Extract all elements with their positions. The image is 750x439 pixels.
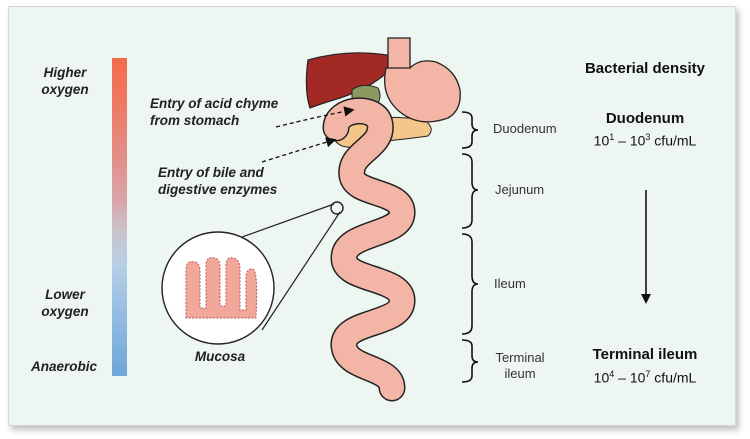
bacterial-density-title: Bacterial density [584,60,706,77]
bile-arrow [261,137,337,163]
mucosa-label: Mucosa [194,349,246,364]
terminal-ileum-density-value: 104 – 107 cfu/mL [593,369,697,386]
duodenum-density-value: 101 – 103 cfu/mL [593,132,697,149]
zoom-origin-circle [330,201,344,215]
terminal-ileum-density-heading: Terminal ileum [592,346,698,363]
villi-shape [185,257,258,319]
oxygen-gradient-bar [112,58,127,376]
bracket-ileum [461,233,479,335]
duodenum-density-heading: Duodenum [605,110,685,127]
bile-enzymes-label: Entry of bile and digestive enzymes [158,165,278,197]
lower-oxygen-label: Lower oxygen [41,287,89,319]
bracket-jejunum [461,153,479,229]
segment-label-jejunum: Jejunum [495,182,545,197]
liver-shape [305,52,393,109]
acid-chyme-arrow [275,106,355,128]
bracket-duodenum [461,111,479,149]
stomach-shape [383,60,461,123]
anaerobic-label: Anaerobic [30,359,98,374]
zoom-line-bottom [261,211,341,331]
higher-oxygen-label: Higher oxygen [41,65,89,97]
segment-label-ileum: Ileum [494,276,526,291]
segment-label-terminal-ileum: Terminal ileum [495,350,545,381]
bracket-terminal-ileum [461,339,479,383]
acid-chyme-label: Entry of acid chyme from stomach [150,96,279,128]
segment-label-duodenum: Duodenum [493,121,557,136]
density-arrow-head [641,294,651,304]
